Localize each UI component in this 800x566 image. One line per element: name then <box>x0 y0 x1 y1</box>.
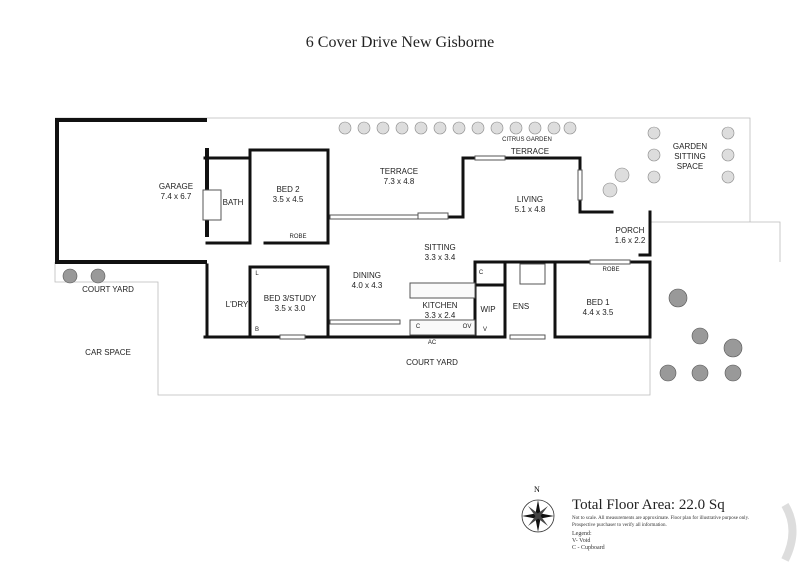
compass-rose-icon <box>521 499 555 533</box>
car-space-label: CAR SPACE <box>85 348 131 357</box>
robe-bed2-label: ROBE <box>289 234 307 240</box>
room-name: BED 1 <box>586 298 610 307</box>
plan-title: 6 Cover Drive New Gisborne <box>305 34 495 51</box>
room-name: BED 2 <box>276 185 300 194</box>
cupboard-mark: C <box>478 270 484 276</box>
room-name: WIP <box>480 305 496 314</box>
oven-label: OV <box>462 324 472 330</box>
room-name: BATH <box>222 198 244 207</box>
room-bath: BATH <box>223 198 244 208</box>
void-label: V <box>482 327 488 333</box>
disclaimer: Not to scale. All measurements are appro… <box>572 516 749 528</box>
citrus-garden-label: CITRUS GARDEN <box>502 137 552 143</box>
court-yard-left-label: COURT YARD <box>82 285 134 294</box>
shrubs <box>62 268 743 382</box>
room-name: SITTING <box>424 243 456 252</box>
cupboard-mark: B <box>254 327 260 333</box>
room-dims: 3.3 x 2.4 <box>424 311 456 320</box>
windows <box>202 155 631 340</box>
room-name: BED 3/STUDY <box>263 294 317 303</box>
room-name: LIVING <box>516 195 544 204</box>
legend-item: C - Cupboard <box>572 545 605 551</box>
room-dims: 3.5 x 4.5 <box>272 195 304 204</box>
cupboard-mark: C <box>415 324 421 330</box>
court-yard-bottom-label: COURT YARD <box>406 358 458 367</box>
room-name: PORCH <box>615 226 645 235</box>
room-dims: 1.6 x 2.2 <box>614 236 646 245</box>
garden-line: GARDEN <box>672 142 708 151</box>
room-dims: 3.3 x 3.4 <box>424 253 456 262</box>
room-dims: 5.1 x 4.8 <box>514 205 546 214</box>
room-name: KITCHEN <box>422 301 458 310</box>
ac-label: AC <box>427 340 437 346</box>
room-dims: 7.3 x 4.8 <box>383 177 415 186</box>
room-dims: 7.4 x 6.7 <box>160 192 192 201</box>
notes: Not to scale. All measurements are appro… <box>572 515 772 552</box>
garden-line: SITTING <box>674 152 706 161</box>
lot-boundary <box>54 117 781 396</box>
room-name: L'DRY <box>225 300 249 309</box>
room-dims: 3.5 x 3.0 <box>274 304 306 313</box>
citrus-trees <box>338 121 735 198</box>
room-name: TERRACE <box>379 167 419 176</box>
legend-item: V- Void <box>572 538 591 544</box>
room-ens: ENS <box>513 302 529 312</box>
room-laundry: L'DRY <box>226 300 249 310</box>
terrace-strip-label: TERRACE <box>510 147 550 156</box>
linen-mark: L <box>255 271 259 277</box>
room-dims: 4.4 x 3.5 <box>582 308 614 317</box>
room-wip: WIP <box>480 305 495 315</box>
room-name: ENS <box>512 302 530 311</box>
north-label: N <box>534 485 540 494</box>
garden-line: SPACE <box>676 162 704 171</box>
legend-title: Legend: <box>572 531 592 537</box>
total-floor-area: Total Floor Area: 22.0 Sq <box>572 497 725 513</box>
walls <box>55 118 652 339</box>
room-dims: 4.0 x 4.3 <box>351 281 383 290</box>
robe-bed1-label: ROBE <box>602 267 620 273</box>
room-name: DINING <box>353 271 381 280</box>
room-name: GARAGE <box>158 182 194 191</box>
